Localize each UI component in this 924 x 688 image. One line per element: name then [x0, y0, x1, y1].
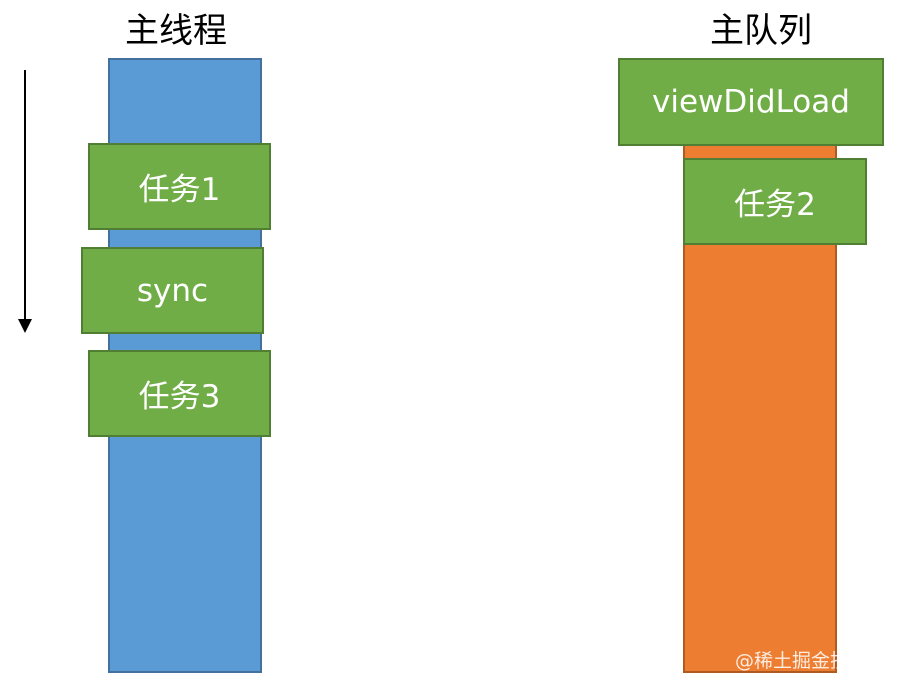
task-3-box: 任务3: [88, 350, 271, 437]
arrow-head: [18, 319, 32, 333]
sync-box: sync: [81, 247, 264, 334]
main-queue-title: 主队列: [710, 11, 812, 51]
task-2-label: 任务2: [734, 187, 816, 223]
viewdidload-box: viewDidLoad: [618, 58, 884, 146]
task-1-box: 任务1: [88, 143, 271, 230]
task-3-label: 任务3: [138, 379, 221, 415]
watermark-text: @稀土掘金技术社区: [734, 650, 906, 672]
viewdidload-label: viewDidLoad: [652, 84, 850, 120]
task-1-label: 任务1: [138, 172, 221, 208]
main-thread-title: 主线程: [125, 11, 227, 51]
sync-label: sync: [136, 272, 209, 309]
task-2-box: 任务2: [683, 158, 867, 245]
time-direction-arrow: [18, 70, 32, 333]
